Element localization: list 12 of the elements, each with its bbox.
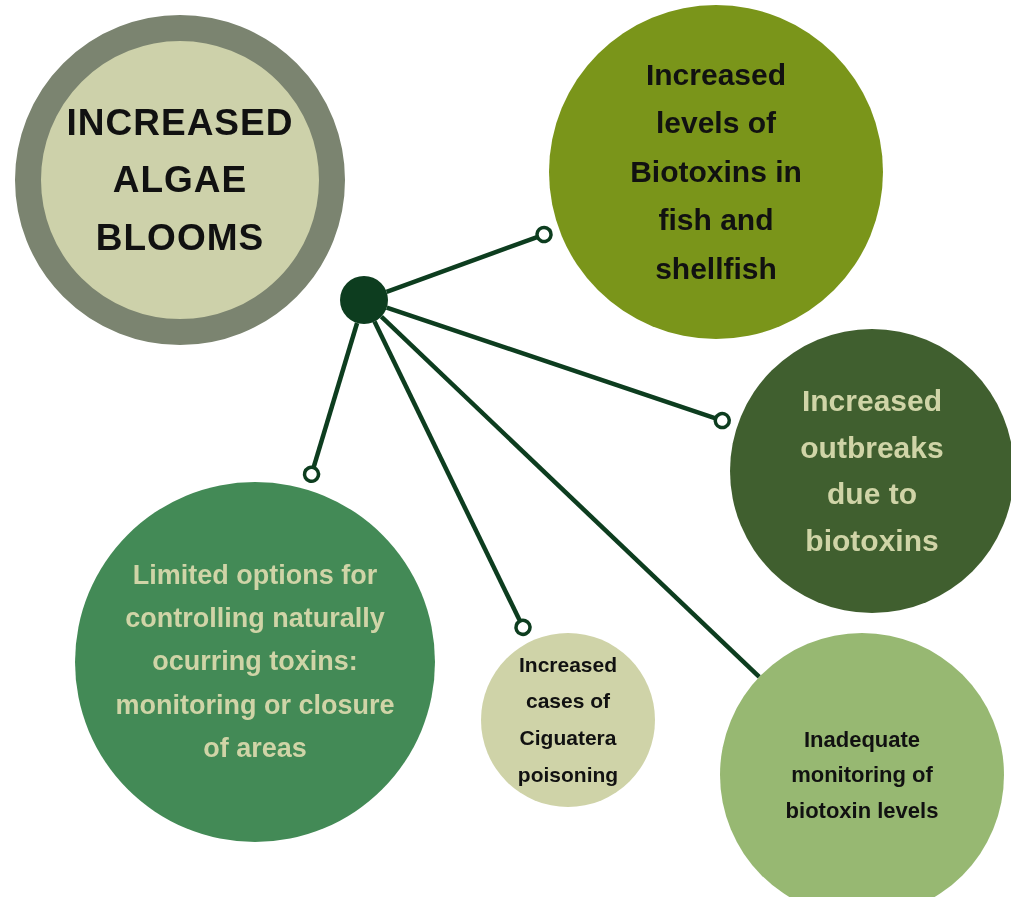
topic-text: Increased outbreaks due to biotoxins (799, 383, 945, 559)
topic-text: Limited options for controlling naturally ocurring toxins: monitoring or closure of areas (114, 559, 396, 765)
topic-text: Inadequate monitoring of biotoxin levels (784, 725, 940, 825)
connector-line (386, 305, 731, 430)
topic-text: Increased levels of Biotoxins in fish and shellfish (629, 56, 803, 287)
connector-line (379, 314, 761, 679)
connector-line (372, 320, 532, 637)
title-text: INCREASED ALGAE BLOOMS (65, 101, 295, 260)
topic-text: Increased cases of Ciguatera poisoning (516, 651, 620, 788)
connector-line (302, 322, 360, 484)
connector-line (385, 225, 553, 294)
hub-circle (340, 276, 388, 324)
